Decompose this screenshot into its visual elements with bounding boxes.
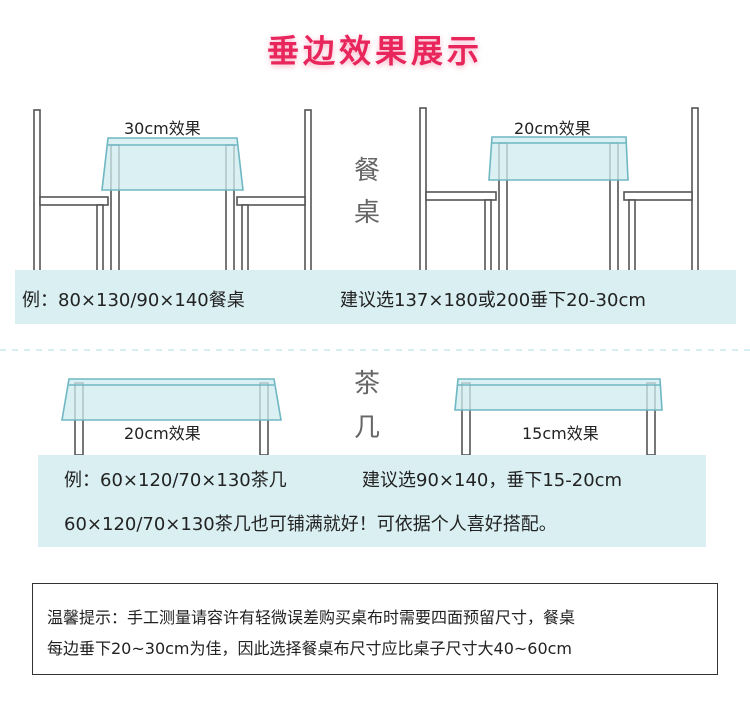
- coffee-right-diagram: [454, 378, 663, 456]
- dining-suggestion: 建议选137×180或200垂下20-30cm: [340, 290, 646, 311]
- coffee-left-drop-label: 20cm效果: [124, 424, 201, 443]
- dining-section-label: 餐桌: [353, 156, 380, 228]
- coffee-left-diagram: [61, 378, 282, 456]
- tablecloth: [488, 136, 629, 181]
- chair-back-left: [33, 109, 41, 273]
- chair-back-right: [304, 109, 312, 273]
- tip-line-2: 每边垂下20~30cm为佳，因此选择餐桌布尺寸应比桌子尺寸大40~60cm: [47, 639, 573, 658]
- chair-leg-left: [96, 204, 104, 273]
- chair-back-right: [691, 107, 699, 273]
- dining-example: 例：80×130/90×140餐桌: [22, 290, 245, 311]
- page-title: 垂边效果展示: [266, 32, 483, 70]
- tip-box: [32, 583, 718, 675]
- dining-info-band: [15, 270, 736, 324]
- coffee-section-label: 茶几: [353, 369, 380, 443]
- chair-leg-right: [628, 199, 636, 273]
- coffee-example: 例：60×120/70×130茶几: [64, 470, 287, 491]
- tablecloth: [101, 137, 244, 191]
- chair-back-left: [419, 107, 427, 273]
- chair-leg-right: [241, 204, 249, 273]
- chair-seat-left: [39, 196, 109, 206]
- coffee-right-drop-label: 15cm效果: [522, 424, 599, 443]
- coffee-info-band: [38, 455, 706, 547]
- dining-left-diagram: [33, 109, 312, 273]
- tablecloth: [454, 378, 663, 411]
- dining-right-diagram: [419, 107, 699, 273]
- coffee-extra: 60×120/70×130茶几也可铺满就好！可依据个人喜好搭配。: [64, 514, 557, 535]
- tablecloth: [61, 378, 282, 421]
- tip-line-1: 温馨提示：手工测量请容许有轻微误差购买桌布时需要四面预留尺寸，餐桌: [47, 608, 576, 627]
- chair-seat-right: [623, 191, 693, 201]
- dining-right-drop-label: 20cm效果: [514, 119, 591, 138]
- coffee-suggestion: 建议选90×140，垂下15-20cm: [362, 470, 623, 491]
- dining-left-drop-label: 30cm效果: [124, 119, 201, 138]
- chair-seat-left: [425, 191, 497, 201]
- chair-leg-left: [484, 199, 492, 273]
- chair-seat-right: [236, 196, 306, 206]
